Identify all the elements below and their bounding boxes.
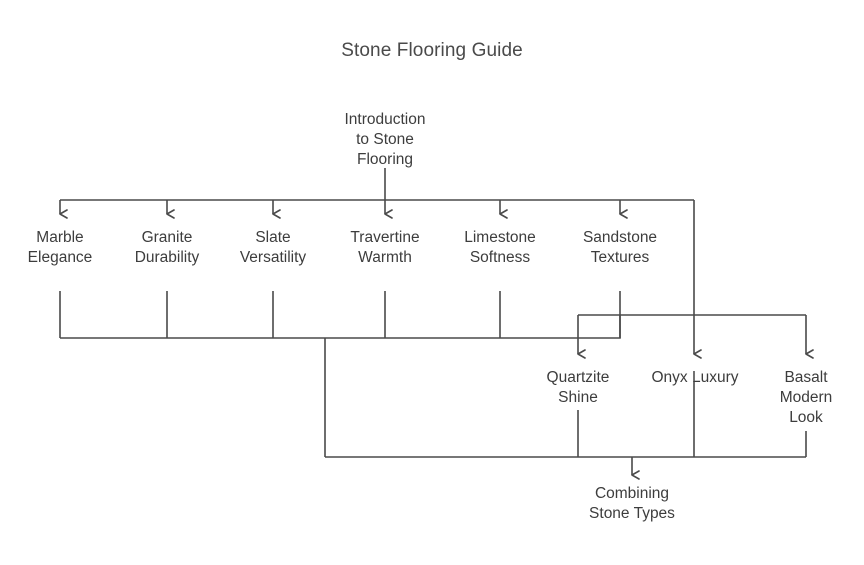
node-intro[interactable]: Introduction to Stone Flooring xyxy=(344,111,426,168)
node-marble-elegance[interactable]: Marble Elegance xyxy=(27,229,93,266)
node-onyx-luxury[interactable]: Onyx Luxury xyxy=(651,369,739,386)
node-limestone-softness[interactable]: Limestone Softness xyxy=(464,229,536,266)
node-sandstone-textures[interactable]: Sandstone Textures xyxy=(582,229,658,266)
node-slate-versatility[interactable]: Slate Versatility xyxy=(239,229,307,266)
node-travertine-warmth[interactable]: Travertine Warmth xyxy=(350,229,420,266)
node-basalt-modern-look[interactable]: Basalt Modern Look xyxy=(779,369,833,426)
edge-mid-bus xyxy=(60,315,621,339)
node-granite-durability[interactable]: Granite Durability xyxy=(134,229,200,266)
node-combining-stone-types[interactable]: Combining Stone Types xyxy=(589,485,675,522)
page-title: Stone Flooring Guide xyxy=(341,40,523,61)
node-quartzite-shine[interactable]: Quartzite Shine xyxy=(546,369,610,406)
